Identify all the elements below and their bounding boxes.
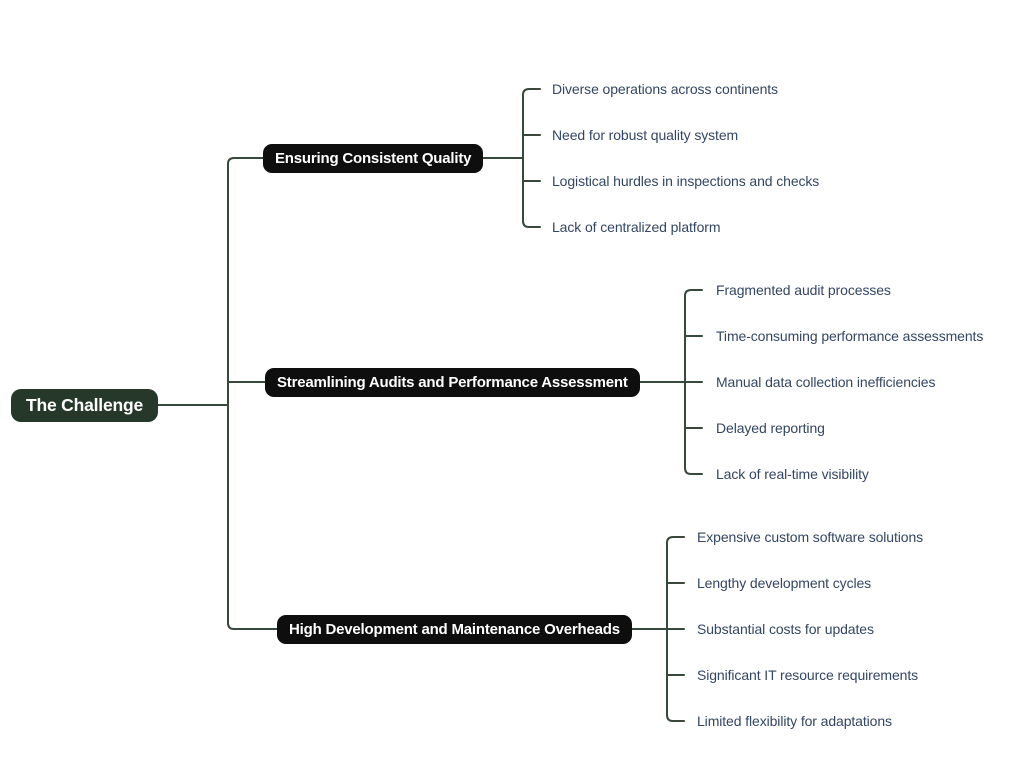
leaf-item: Manual data collection inefficiencies	[716, 374, 936, 390]
leaf-item: Logistical hurdles in inspections and ch…	[552, 173, 820, 189]
branch-1-child-trunk	[522, 88, 541, 228]
leaf-item: Lengthy development cycles	[697, 575, 872, 591]
branch-node-ensuring-consistent-quality: Ensuring Consistent Quality	[263, 144, 484, 173]
leaf-item: Need for robust quality system	[552, 127, 739, 143]
main-trunk	[227, 157, 321, 630]
leaf-item: Delayed reporting	[716, 420, 825, 436]
leaf-item: Time-consuming performance assessments	[716, 328, 984, 344]
root-node: The Challenge	[11, 389, 159, 422]
leaf-item: Substantial costs for updates	[697, 621, 874, 637]
leaf-item: Expensive custom software solutions	[697, 529, 924, 545]
branch-node-label: Ensuring Consistent Quality	[275, 150, 472, 167]
branch-node-label: High Development and Maintenance Overhea…	[289, 621, 620, 638]
branch-node-high-overheads: High Development and Maintenance Overhea…	[277, 615, 632, 644]
branch-3-child-trunk	[666, 536, 685, 722]
leaf-item: Significant IT resource requirements	[697, 667, 919, 683]
branch-node-label: Streamlining Audits and Performance Asse…	[277, 374, 628, 391]
leaf-item: Limited flexibility for adaptations	[697, 713, 892, 729]
root-node-label: The Challenge	[26, 395, 144, 415]
branch-2-child-trunk	[684, 289, 703, 475]
leaf-item: Lack of real-time visibility	[716, 466, 869, 482]
leaf-item: Lack of centralized platform	[552, 219, 721, 235]
leaf-item: Diverse operations across continents	[552, 81, 778, 97]
branch-node-streamlining-audits: Streamlining Audits and Performance Asse…	[265, 368, 640, 397]
leaf-item: Fragmented audit processes	[716, 282, 891, 298]
